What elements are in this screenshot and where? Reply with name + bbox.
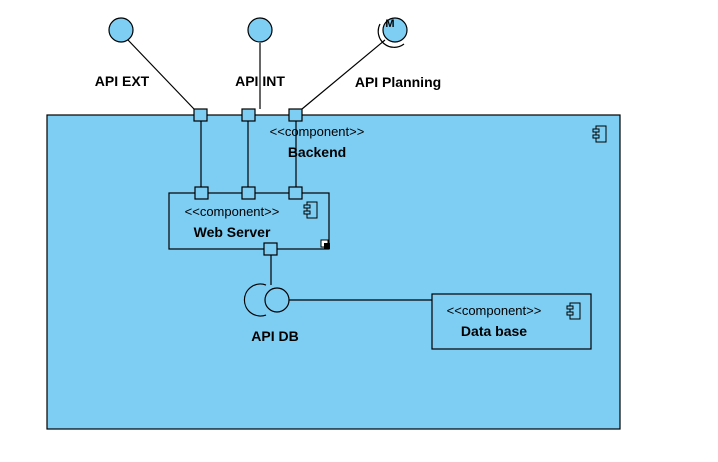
web-server-stereotype: <<component>> — [185, 204, 280, 219]
interface-api-planning[interactable]: M — [377, 17, 408, 48]
label-api-int: API INT — [235, 73, 285, 89]
port-int[interactable] — [241, 108, 256, 122]
web-server-port-ext[interactable] — [194, 186, 209, 200]
component-icon — [566, 302, 581, 320]
backend-component[interactable] — [46, 114, 621, 430]
web-server-port-db[interactable] — [263, 242, 278, 256]
interface-api-ext[interactable] — [108, 17, 134, 43]
database-component[interactable] — [431, 293, 592, 350]
connector-api-ext[interactable] — [127, 39, 195, 110]
label-api-planning: API Planning — [355, 74, 441, 90]
interface-api-db[interactable] — [243, 283, 290, 317]
web-server-port-int[interactable] — [241, 186, 256, 200]
web-server-component[interactable] — [168, 192, 330, 250]
connectors — [127, 39, 432, 301]
connector-api-planning[interactable] — [301, 39, 386, 110]
port-planning[interactable] — [288, 108, 303, 122]
web-server-name: Web Server — [194, 224, 271, 240]
database-stereotype: <<component>> — [447, 303, 542, 318]
backend-stereotype: <<component>> — [270, 124, 365, 139]
label-api-db: API DB — [251, 328, 298, 344]
component-icon — [592, 125, 607, 143]
component-icon — [303, 201, 318, 219]
port-ext[interactable] — [193, 108, 208, 122]
resize-handle-icon[interactable] — [320, 239, 330, 249]
database-name: Data base — [461, 323, 527, 339]
label-api-ext: API EXT — [95, 73, 150, 89]
interface-api-int[interactable] — [247, 17, 273, 43]
web-server-port-planning[interactable] — [288, 186, 303, 200]
interface-api-planning-glyph: M — [385, 18, 394, 30]
backend-name: Backend — [288, 144, 346, 160]
